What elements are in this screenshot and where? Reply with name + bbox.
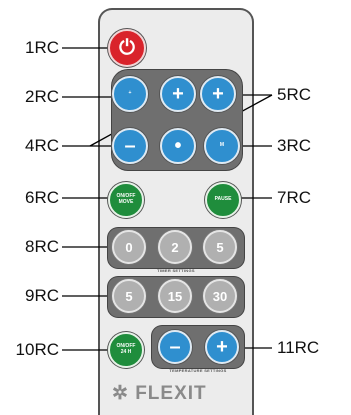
fan-logo-icon: ✲ [112,383,129,404]
label-1rc: 1RC [24,38,59,57]
brand-name: FLEXIT [135,383,207,404]
label-6rc: 6RC [24,188,59,207]
flexit-logo: ✲ FLEXIT [112,382,207,405]
temperature-plus-button[interactable]: + [205,330,239,364]
minus-icon: – [124,135,136,157]
label-7rc: 7RC [277,188,312,207]
timer2-button-30[interactable]: 30 [203,279,237,313]
temperature-minus-button[interactable]: – [158,330,192,364]
label-4rc: 4RC [24,136,59,155]
power-icon: ⏻ [119,37,135,59]
plus-right-button[interactable]: + [200,76,236,112]
plus-icon: + [172,83,184,105]
timer2-button-15[interactable]: 15 [158,279,192,313]
fan-level-up-button[interactable]: + [112,76,148,112]
label-5rc: 5RC [277,85,312,104]
timer-settings-caption: TIMER SETTINGS [157,268,195,273]
label-3rc: 3RC [277,136,312,155]
fan-minus-button[interactable]: – [112,128,148,164]
label-11rc: 11RC [277,338,320,357]
minus-icon: – [169,336,181,358]
label-2rc: 2RC [24,87,59,106]
timer2-button-5[interactable]: 5 [112,279,146,313]
min-button[interactable]: M [204,128,240,164]
plus-icon: + [212,83,224,105]
timer-button-0[interactable]: 0 [112,230,146,264]
label-8rc: 8RC [24,237,59,256]
onoff-24h-button[interactable]: ON/OFF 24 H [108,332,144,368]
label-10rc: 10RC [15,340,59,359]
timer-button-2[interactable]: 2 [158,230,192,264]
dot-icon: • [174,135,182,157]
pause-button[interactable]: PAUSE [205,182,241,218]
onoff-move-button[interactable]: ON/OFF MOVE [108,182,144,218]
temperature-settings-caption: TEMPERATURE SETTINGS [169,368,227,373]
timer-button-5[interactable]: 5 [203,230,237,264]
plus-icon: + [216,336,228,358]
label-9rc: 9RC [24,286,59,305]
center-button[interactable]: • [160,128,196,164]
power-button[interactable]: ⏻ [108,29,146,67]
fan-plus-button[interactable]: + [160,76,196,112]
